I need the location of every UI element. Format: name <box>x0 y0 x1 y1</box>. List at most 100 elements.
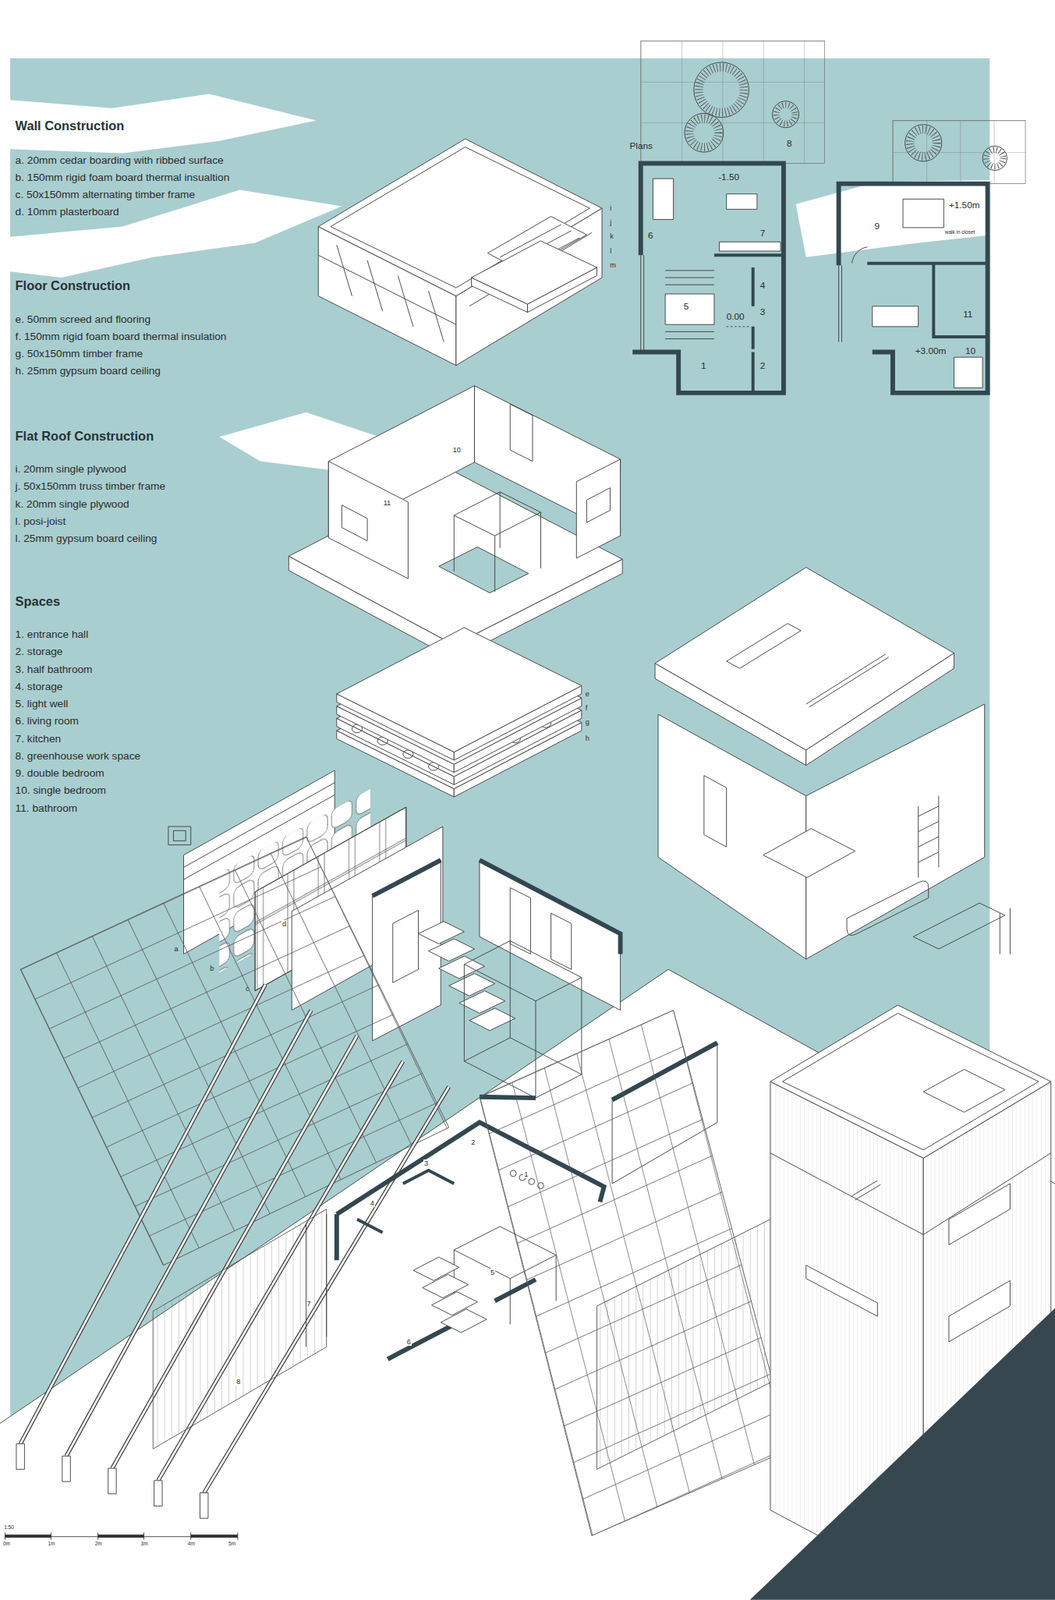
spec-item: a. 20mm cedar boarding with ribbed surfa… <box>15 154 224 167</box>
cloud-band <box>10 190 342 279</box>
spec-item: b. 150mm rigid foam board thermal insual… <box>15 171 231 185</box>
section-heading: Spaces <box>15 594 61 609</box>
roof-cutout <box>923 1069 1006 1112</box>
roof-top <box>770 1005 1052 1158</box>
kitchen-counter <box>719 241 782 252</box>
stair-treads <box>665 270 715 340</box>
callout-label: 11 <box>382 499 393 508</box>
callout-label: k <box>608 232 615 241</box>
plan-label: -1.50 <box>718 172 740 184</box>
plan-label: 2 <box>760 361 766 372</box>
tree-symbol <box>772 101 800 128</box>
window-opening <box>948 1183 1011 1246</box>
callout-label: f <box>584 704 589 713</box>
section-heading: Floor Construction <box>15 278 131 294</box>
plan-wall <box>632 162 784 393</box>
plan-label: 4 <box>760 280 766 292</box>
spec-item: l. posi-joist <box>15 515 67 528</box>
scale-label: 2m <box>95 1540 103 1547</box>
glazed-wall <box>152 1209 326 1450</box>
spec-item: 11. bathroom <box>15 802 78 815</box>
window-opening <box>846 881 929 936</box>
layer-face <box>336 627 582 753</box>
plan-partition <box>867 263 988 337</box>
section-heading: Flat Roof Construction <box>15 428 155 444</box>
ground-axonometric <box>16 836 1055 1600</box>
scale-bar <box>5 1532 238 1541</box>
door-opening <box>704 775 727 848</box>
tree-symbol <box>698 67 744 113</box>
plan-wall <box>839 184 988 393</box>
door-opening <box>392 909 419 983</box>
rafter-beam <box>20 984 450 1494</box>
plan-label: 9 <box>874 221 880 233</box>
tree-symbol <box>905 124 942 162</box>
glass-roof-grid <box>20 836 450 1266</box>
ground-floor-plan <box>632 40 825 393</box>
plan-label: 7 <box>760 228 766 240</box>
spec-item: 1. entrance hall <box>15 628 89 641</box>
spec-item: l. 25mm gypsum board ceiling <box>15 532 158 546</box>
parapet <box>782 1012 1039 1150</box>
plan-label: 5 <box>683 301 690 313</box>
plan-label: +1.50m <box>948 200 981 212</box>
light-well-opening <box>438 546 529 593</box>
scale-label: 1m <box>48 1540 56 1547</box>
spec-item: 4. storage <box>15 680 64 694</box>
glazing-line <box>839 265 843 342</box>
callout-label: m <box>608 261 617 270</box>
ladder <box>918 796 939 878</box>
door-opening <box>509 888 531 955</box>
callout-label: g <box>584 718 591 727</box>
callout-label: l <box>608 247 613 256</box>
roof-slab <box>471 240 598 305</box>
exploded-floor-layers <box>336 627 582 797</box>
window-opening <box>586 488 610 523</box>
plan-label: 8 <box>786 138 793 150</box>
door-opening <box>509 403 533 461</box>
bedroom-section <box>654 567 1010 960</box>
roof-slot <box>806 654 889 708</box>
floor-layer <box>336 627 582 761</box>
plan-label: 6 <box>647 230 654 242</box>
spec-item: 5. light well <box>15 697 69 711</box>
section-heading: Wall Construction <box>15 118 125 134</box>
plan-label: 0.00 <box>726 311 745 323</box>
plan-label: 1 <box>700 361 707 372</box>
tree-symbol <box>684 113 724 153</box>
door-swing <box>852 247 868 264</box>
glazing-line <box>640 254 645 352</box>
tree-symbol <box>986 149 1003 167</box>
spec-item: e. 50mm screed and flooring <box>15 313 151 326</box>
stair-tread <box>440 1309 487 1333</box>
cloud-band <box>10 94 317 154</box>
spec-item: j. 50x150mm truss timber frame <box>15 480 166 493</box>
stair-symbol <box>872 306 919 327</box>
dark-ground <box>750 1308 1055 1600</box>
callout-label: e <box>584 690 591 699</box>
post-footing <box>16 1444 209 1519</box>
tree-symbol <box>776 105 796 124</box>
scale-label: 3m <box>141 1540 149 1547</box>
plan-label: +3.00m <box>915 346 947 358</box>
greenhouse-grid <box>640 40 825 163</box>
plan-partition <box>357 1170 454 1233</box>
upper-floor-plan <box>839 120 1026 393</box>
spec-item: 8. greenhouse work space <box>15 750 142 763</box>
tree-symbol <box>909 129 937 156</box>
callout-label: 6 <box>406 1338 412 1347</box>
callout-label: 7 <box>306 1299 312 1309</box>
callout-label: 2 <box>470 1138 476 1148</box>
window-opening <box>806 1265 878 1317</box>
bed-symbol <box>902 198 944 228</box>
scale-line <box>5 1532 238 1541</box>
glazed-wall <box>596 1214 781 1470</box>
window-symbol <box>168 826 192 846</box>
callout-label: 3 <box>423 1159 429 1169</box>
pitched-roof <box>654 567 954 751</box>
bath-symbol <box>953 357 983 388</box>
scale-label: 4m <box>187 1540 195 1547</box>
plan-label: walk in closet <box>945 229 976 235</box>
tree-symbol <box>693 62 750 118</box>
